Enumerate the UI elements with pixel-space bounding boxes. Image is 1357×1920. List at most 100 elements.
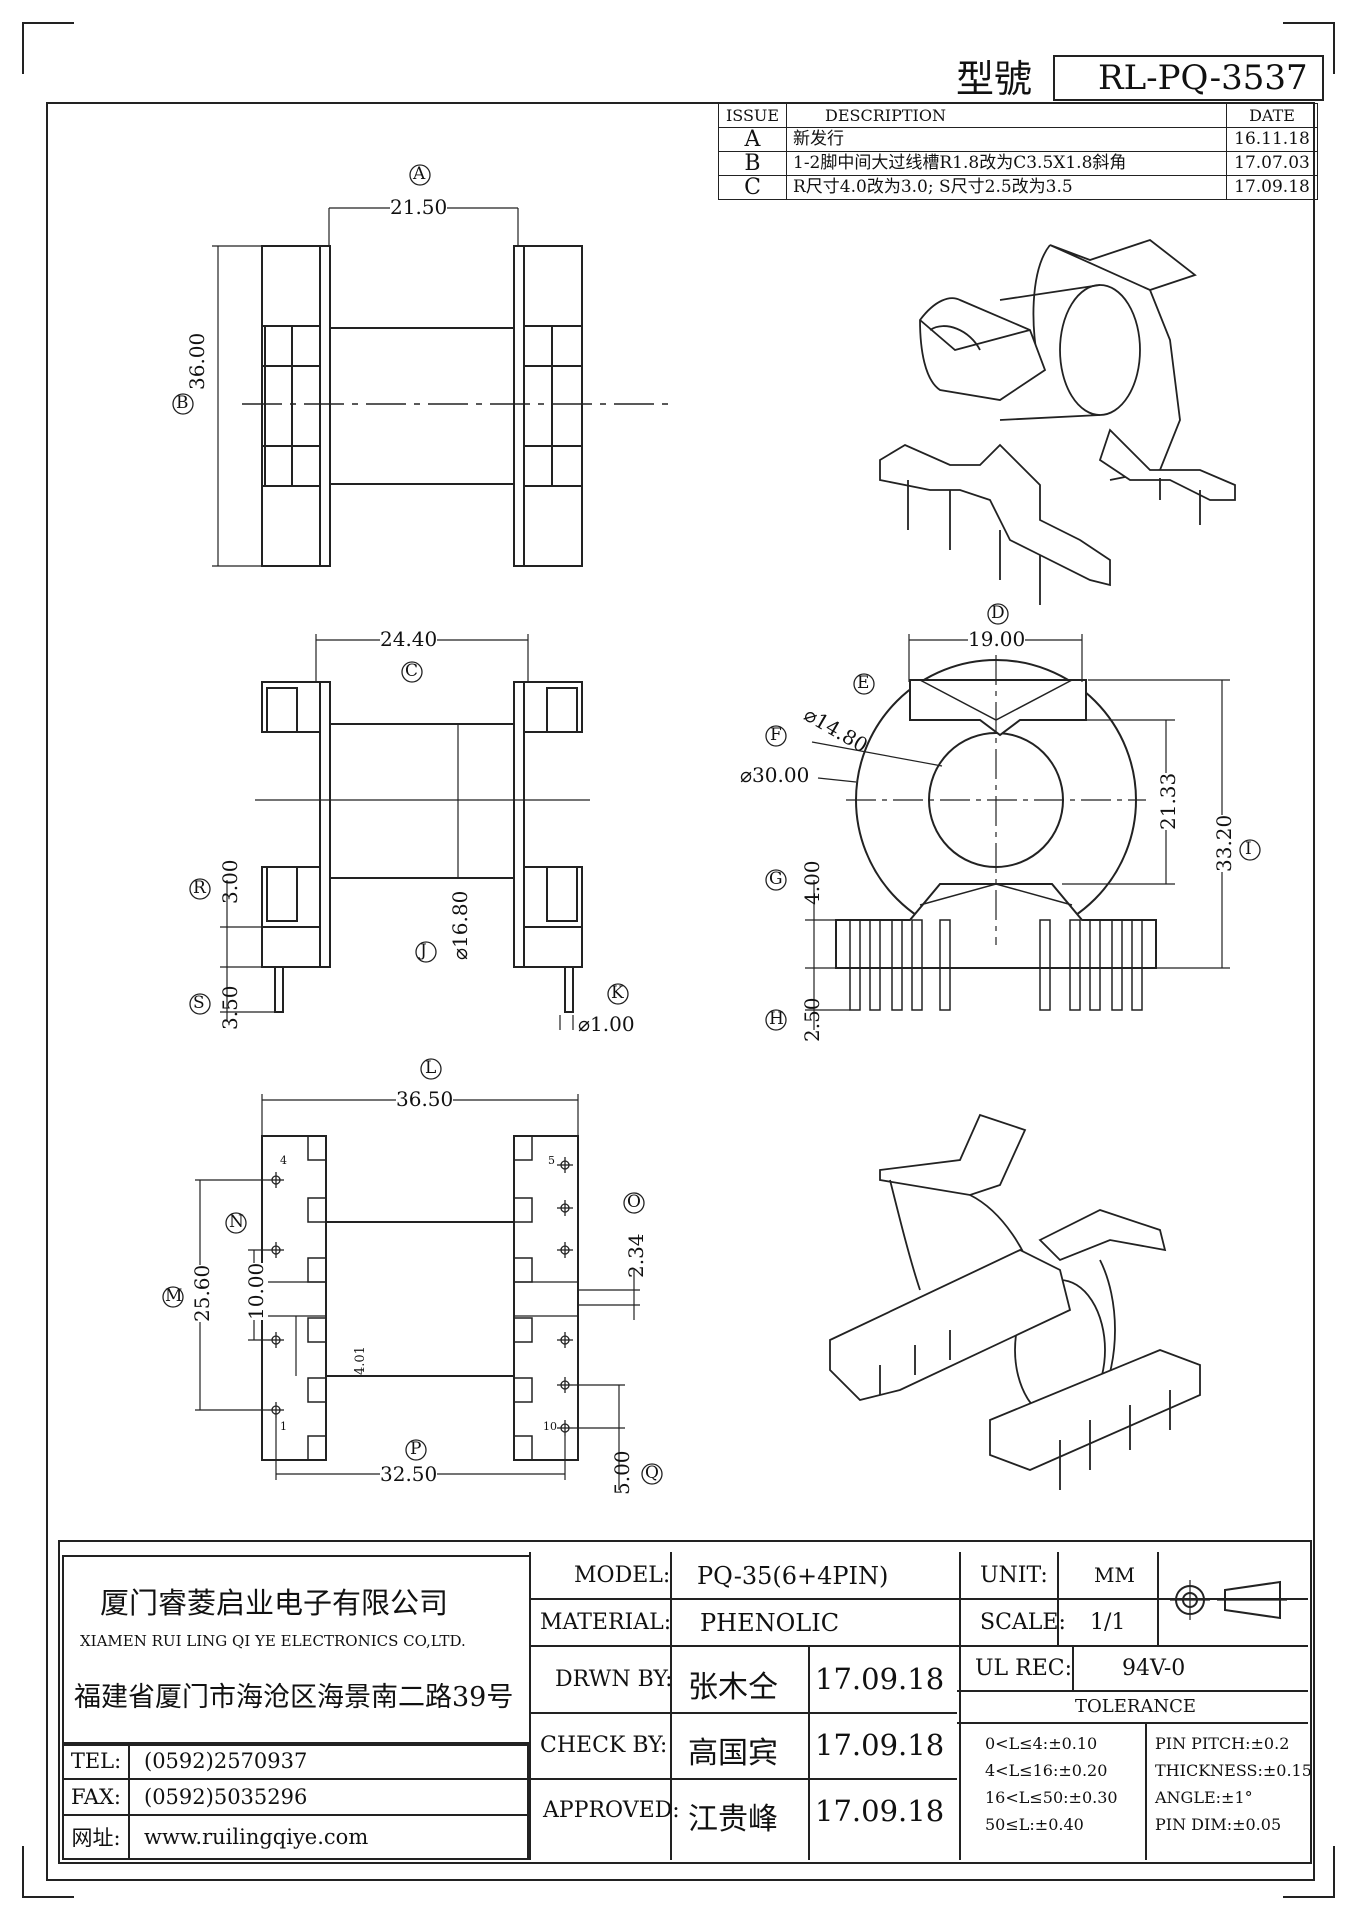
callout-k: K [611,983,624,1003]
dim-r: 3.00 [218,859,242,904]
rev-date: 17.09.18 [1226,175,1318,200]
callout-o: O [627,1192,641,1212]
rev-date: 16.11.18 [1226,127,1318,152]
ul-value: 94V-0 [1122,1656,1186,1681]
middle-block [529,1552,961,1860]
dim-o: 2.34 [624,1233,648,1278]
divider [529,1712,957,1714]
frame-corner-tl [22,22,74,74]
check-by-label: CHECK BY: [540,1733,668,1758]
tolerance-item: 4<L≤16:±0.20 [985,1761,1108,1780]
dim-j: ⌀16.80 [448,890,472,960]
callout-q: Q [645,1463,659,1483]
tel-value: (0592)2570937 [128,1741,529,1781]
scale-label: SCALE: [980,1610,1066,1635]
divider [957,1690,1308,1692]
ul-label: UL REC: [975,1656,1073,1681]
web-label: 网址: [62,1814,130,1860]
tolerance-item: 0<L≤4:±0.10 [985,1734,1098,1753]
frame-corner-br [1283,1846,1335,1898]
drawn-date: 17.09.18 [815,1662,945,1696]
dim-q: 5.00 [610,1450,634,1495]
material-label: MATERIAL: [540,1610,672,1635]
divider [1072,1645,1074,1690]
frame-corner-tr [1283,22,1335,74]
dim-s: 3.50 [218,985,242,1030]
tolerance-item: 50≤L:±0.40 [985,1815,1084,1834]
front-view [220,634,590,1030]
callout-s: S [193,993,205,1013]
dim-slot: 4.01 [353,1346,368,1375]
divider [957,1722,1308,1724]
web-value: www.ruilingqiye.com [128,1814,529,1860]
model-label-cn: 型號 [956,57,1033,101]
company-address: 福建省厦门市海沧区海景南二路39号 [74,1682,514,1713]
callout-e: E [857,673,870,693]
callout-i: I [1245,839,1252,859]
tel-label: TEL: [62,1741,130,1781]
rev-description: R尺寸4.0改为3.0; S尺寸2.5改为3.5 [786,175,1227,200]
dim-m: 25.60 [190,1264,214,1322]
divider [1157,1552,1159,1645]
callout-d: D [991,603,1005,623]
side-view [805,634,1230,1030]
divider [1057,1552,1059,1645]
model-label: MODEL: [574,1563,671,1588]
callout-l: L [425,1058,437,1078]
dim-d: 19.00 [968,627,1026,651]
model-number: RL-PQ-3537 [1098,58,1308,98]
scale-value: 1/1 [1090,1610,1126,1635]
approved-label: APPROVED: [543,1798,680,1823]
drawing-border [46,102,1315,1881]
tolerance-item: PIN DIM:±0.05 [1155,1815,1282,1834]
company-name-cn: 厦门睿菱启业电子有限公司 [100,1586,449,1620]
iso-view-top [879,238,1236,605]
callout-c: C [405,661,419,681]
dim-p: 32.50 [380,1462,438,1486]
title-block [58,1540,1312,1864]
tolerance-title: TOLERANCE [1075,1696,1197,1717]
tolerance-item: THICKNESS:±0.15 [1155,1761,1312,1780]
callout-p: P [410,1439,422,1459]
top-view [212,207,668,567]
fax-value: (0592)5035296 [128,1778,529,1817]
divider [1145,1722,1147,1860]
model-value: PQ-35(6+4PIN) [697,1562,889,1590]
dim-i: 33.20 [1212,814,1236,872]
callout-n: N [229,1212,244,1232]
dim-c: 24.40 [380,627,438,651]
approved-date: 17.09.18 [815,1794,945,1828]
revision-table: ISSUE DESCRIPTION DATE A 新发行 16.11.18 B … [718,103,1318,200]
callout-f: F [770,725,782,745]
divider [529,1778,957,1780]
rev-description: 新发行 [786,127,1227,152]
divider [957,1598,1308,1600]
rev-header-date: DATE [1226,103,1318,128]
divider [957,1645,1308,1647]
frame-corner-bl [22,1846,74,1898]
contact-table: TEL: (0592)2570937 FAX: (0592)5035296 网址… [62,1741,529,1860]
approved-by: 江贵峰 [688,1802,778,1837]
unit-label: UNIT: [980,1563,1048,1588]
tolerance-item: 16<L≤50:±0.30 [985,1788,1118,1807]
company-name-en: XIAMEN RUI LING QI YE ELECTRONICS CO,LTD… [80,1632,466,1650]
material-value: PHENOLIC [700,1609,840,1637]
tolerance-item: PIN PITCH:±0.2 [1155,1734,1290,1753]
divider [670,1552,672,1860]
drawn-by-label: DRWN BY: [555,1667,673,1692]
callout-a: A [413,164,426,184]
iso-view-bottom [829,1113,1201,1490]
callout-j: J [420,941,427,961]
dim-l: 36.50 [396,1087,454,1111]
dim-h: 2.50 [800,997,824,1042]
dim-f: ⌀30.00 [740,763,810,787]
pin-label-1: 1 [280,1420,287,1433]
dim-a: 21.50 [390,195,448,219]
divider [529,1598,957,1600]
dim-b: 36.00 [185,332,209,390]
callout-r: R [193,878,206,898]
fax-label: FAX: [62,1778,130,1817]
check-date: 17.09.18 [815,1728,945,1762]
model-number-box [1053,55,1324,101]
